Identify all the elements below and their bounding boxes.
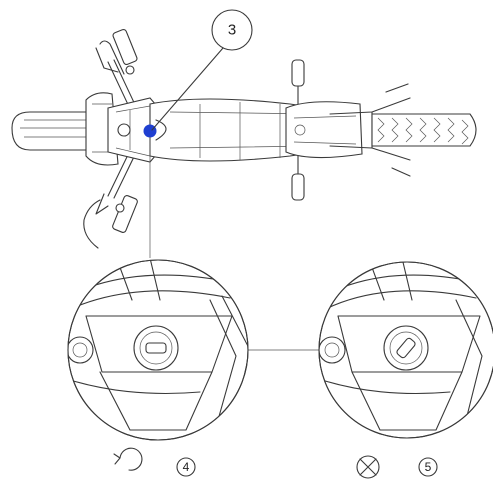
seat [285, 101, 363, 159]
crossed-circle-icon [356, 455, 380, 479]
callout-5: 5 [418, 457, 438, 477]
rear-wheel [371, 113, 477, 147]
motorcycle-top-view [11, 28, 477, 249]
counterclockwise-arrow-icon [113, 447, 143, 471]
callout-4-label: 4 [183, 460, 190, 474]
detail-view-locked [318, 261, 493, 439]
footpeg-upper [291, 59, 305, 105]
callout-4: 4 [176, 457, 196, 477]
front-wheel [11, 111, 93, 151]
detail-view-unlocked [67, 259, 249, 441]
callout-5-label: 5 [425, 460, 432, 474]
triple-clamp [107, 97, 163, 163]
callout-3-label: 3 [228, 22, 236, 39]
callout-3-leader [151, 47, 224, 131]
footpeg-lower [291, 155, 305, 201]
callout-3-circle [211, 9, 253, 51]
